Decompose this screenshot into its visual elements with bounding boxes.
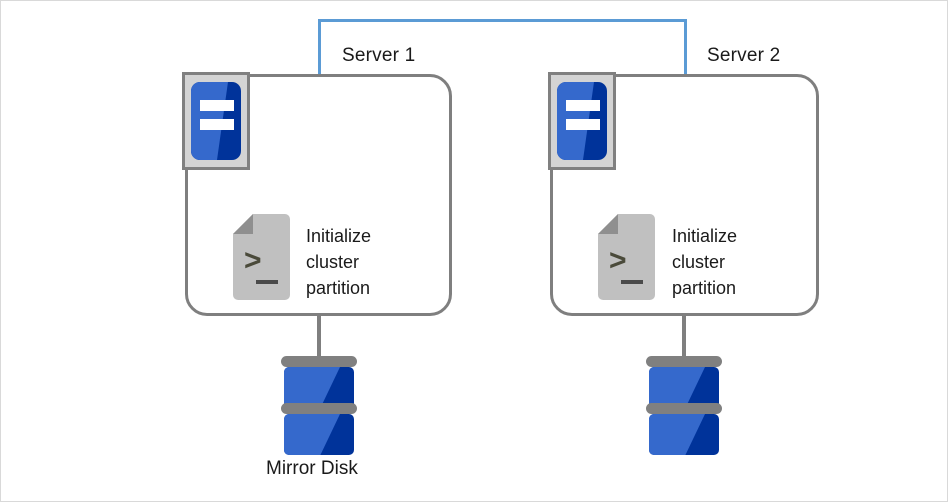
- disk-platter-top: [281, 356, 357, 367]
- server-icon-chassis: [557, 82, 607, 160]
- disk-slab-bottom: [284, 414, 354, 455]
- disk-slab-top: [649, 367, 719, 408]
- interconnect-line-top: [318, 19, 687, 22]
- server-2-label: Server 2: [707, 45, 781, 66]
- script-icon-cursor: [256, 280, 278, 284]
- server-icon-bay-2: [566, 119, 600, 130]
- disk-platter-top: [646, 356, 722, 367]
- script-icon-prompt-glyph: >: [244, 244, 262, 277]
- server-icon-bay-2: [200, 119, 234, 130]
- script-terminal-icon: >: [598, 214, 655, 300]
- server-1-action-label: Initialize cluster partition: [306, 226, 372, 298]
- script-terminal-icon: >: [233, 214, 290, 300]
- interconnect-line-right: [684, 19, 687, 75]
- server-icon: [182, 72, 250, 170]
- server-icon-chassis: [191, 82, 241, 160]
- script-icon-cursor: [621, 280, 643, 284]
- script-icon-prompt-glyph: >: [609, 244, 627, 277]
- disk-platter-middle: [281, 403, 357, 414]
- server-icon-bay-1: [566, 100, 600, 111]
- server-1-mirror-disk-icon: [281, 356, 357, 456]
- script-icon-corner-fold: [598, 214, 618, 234]
- script-icon-corner-fold: [233, 214, 253, 234]
- interconnect-line-left: [318, 19, 321, 75]
- server-2-action-label: Initialize cluster partition: [672, 226, 738, 298]
- disk-slab-bottom: [649, 414, 719, 455]
- server-icon-bay-1: [200, 100, 234, 111]
- server-2-mirror-disk-icon: [646, 356, 722, 456]
- disk-platter-middle: [646, 403, 722, 414]
- disk-slab-top: [284, 367, 354, 408]
- server-1-disk-connector: [317, 314, 321, 358]
- server-2-disk-connector: [682, 314, 686, 358]
- mirror-disk-label: Mirror Disk: [266, 458, 358, 479]
- server-icon: [548, 72, 616, 170]
- server-1-label: Server 1: [342, 45, 416, 66]
